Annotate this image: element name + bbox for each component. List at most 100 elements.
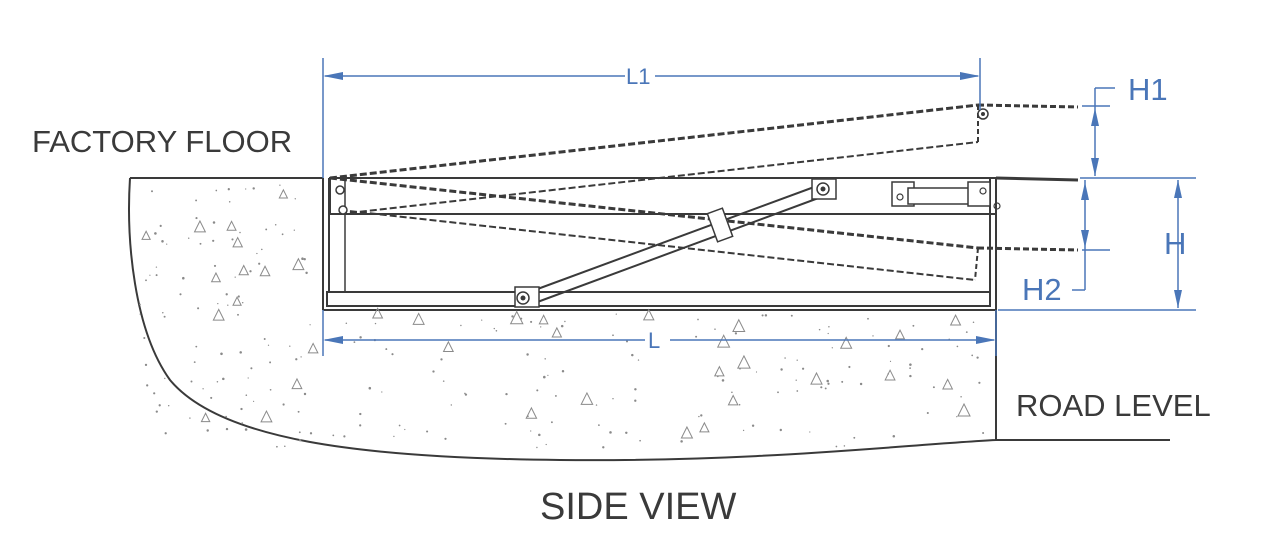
concrete-speckle <box>790 314 793 317</box>
concrete-speckle <box>843 445 846 447</box>
concrete-speckle <box>872 335 874 337</box>
concrete-speckle <box>281 233 284 236</box>
concrete-speckle <box>615 313 617 315</box>
concrete-speckle <box>831 347 833 349</box>
concrete-speckle <box>247 377 249 379</box>
deck-lowered-top <box>329 176 979 250</box>
concrete-speckle <box>602 446 605 449</box>
concrete-aggregate-mark <box>278 188 289 199</box>
deck-raised-top <box>329 103 979 180</box>
concrete-aggregate-mark <box>884 369 896 381</box>
concrete-speckle <box>145 279 147 282</box>
concrete-speckle <box>276 445 278 448</box>
concrete-speckle <box>828 325 830 328</box>
dimension-h-label: H <box>1164 226 1187 261</box>
concrete-speckle <box>464 392 466 395</box>
concrete-speckle <box>530 320 533 323</box>
concrete-speckle <box>731 391 733 394</box>
concrete-speckle <box>976 356 979 359</box>
concrete-speckle <box>742 429 745 432</box>
concrete-speckle <box>146 384 149 387</box>
concrete-speckle <box>921 348 924 351</box>
concrete-speckle <box>716 375 719 378</box>
concrete-aggregate-mark <box>942 378 954 390</box>
concrete-speckle <box>212 221 216 224</box>
concrete-aggregate-mark <box>509 310 524 325</box>
concrete-speckle <box>359 424 362 427</box>
concrete-speckle <box>887 344 890 348</box>
concrete-speckle <box>241 301 244 304</box>
deck-lowered-bottom <box>339 209 976 281</box>
concrete-speckle <box>695 335 698 338</box>
concrete-speckle <box>560 324 564 328</box>
concrete-speckle <box>263 338 266 340</box>
concrete-speckle <box>818 328 821 331</box>
concrete-speckle <box>543 375 546 379</box>
concrete-speckle <box>368 386 372 390</box>
concrete-speckle <box>159 224 162 227</box>
concrete-speckle <box>956 345 959 348</box>
deck-lowered-front <box>974 247 979 281</box>
concrete-speckle <box>359 412 362 416</box>
concrete-speckle <box>269 388 272 391</box>
concrete-speckle <box>827 332 829 335</box>
concrete-speckle <box>538 433 541 437</box>
concrete-speckle <box>971 354 974 357</box>
concrete-speckle <box>359 336 362 339</box>
concrete-speckle <box>195 345 198 348</box>
concrete-speckle <box>526 353 529 356</box>
concrete-speckle <box>267 344 270 346</box>
concrete-speckle <box>889 360 892 363</box>
concrete-speckle <box>300 356 302 358</box>
concrete-aggregate-mark <box>371 307 384 319</box>
concrete-aggregate-mark <box>551 326 563 338</box>
concrete-aggregate-mark <box>200 412 211 423</box>
concrete-speckle <box>144 363 148 367</box>
concrete-aggregate-mark <box>957 402 971 417</box>
concrete-speckle <box>282 403 285 406</box>
concrete-speckle <box>237 313 239 316</box>
concrete-speckle <box>190 380 193 383</box>
concrete-aggregate-mark <box>259 265 271 277</box>
concrete-speckle <box>982 431 985 435</box>
concrete-speckle <box>163 315 166 318</box>
concrete-speckle <box>139 303 141 306</box>
concrete-speckle <box>153 392 156 395</box>
concrete-aggregate-mark <box>810 371 823 385</box>
concrete-speckle <box>197 307 200 310</box>
concrete-aggregate-mark <box>193 219 207 233</box>
concrete-speckle <box>227 188 230 191</box>
concrete-speckle <box>554 394 557 397</box>
concrete-speckle <box>511 315 514 318</box>
concrete-aggregate-mark <box>412 312 425 325</box>
concrete-speckle <box>777 391 779 394</box>
concrete-speckle <box>779 428 782 432</box>
concrete-speckle <box>932 386 935 389</box>
concrete-speckle <box>193 361 196 364</box>
concrete-speckle <box>167 404 170 407</box>
concrete-speckle <box>751 424 755 427</box>
concrete-speckle <box>505 392 508 396</box>
concrete-aggregate-mark <box>525 406 538 419</box>
lip-level-position <box>995 176 1079 182</box>
concrete-speckle <box>155 410 158 413</box>
concrete-speckle <box>305 271 308 275</box>
concrete-speckle <box>258 262 261 265</box>
concrete-speckle <box>784 357 786 359</box>
concrete-speckle <box>234 276 236 278</box>
concrete-speckle <box>244 428 248 431</box>
concrete-speckle <box>432 370 435 373</box>
concrete-speckle <box>309 432 313 435</box>
concrete-speckle <box>289 345 291 347</box>
concrete-speckle <box>841 380 844 383</box>
concrete-speckle <box>398 424 401 427</box>
lip-cylinder <box>891 181 1001 210</box>
concrete-speckle <box>374 322 377 325</box>
concrete-speckle <box>210 396 213 399</box>
concrete-speckle <box>189 417 191 419</box>
concrete-speckle <box>545 443 547 446</box>
concrete-speckle <box>345 322 348 325</box>
hydraulic-cylinder <box>523 182 833 305</box>
concrete-speckle <box>978 381 981 384</box>
